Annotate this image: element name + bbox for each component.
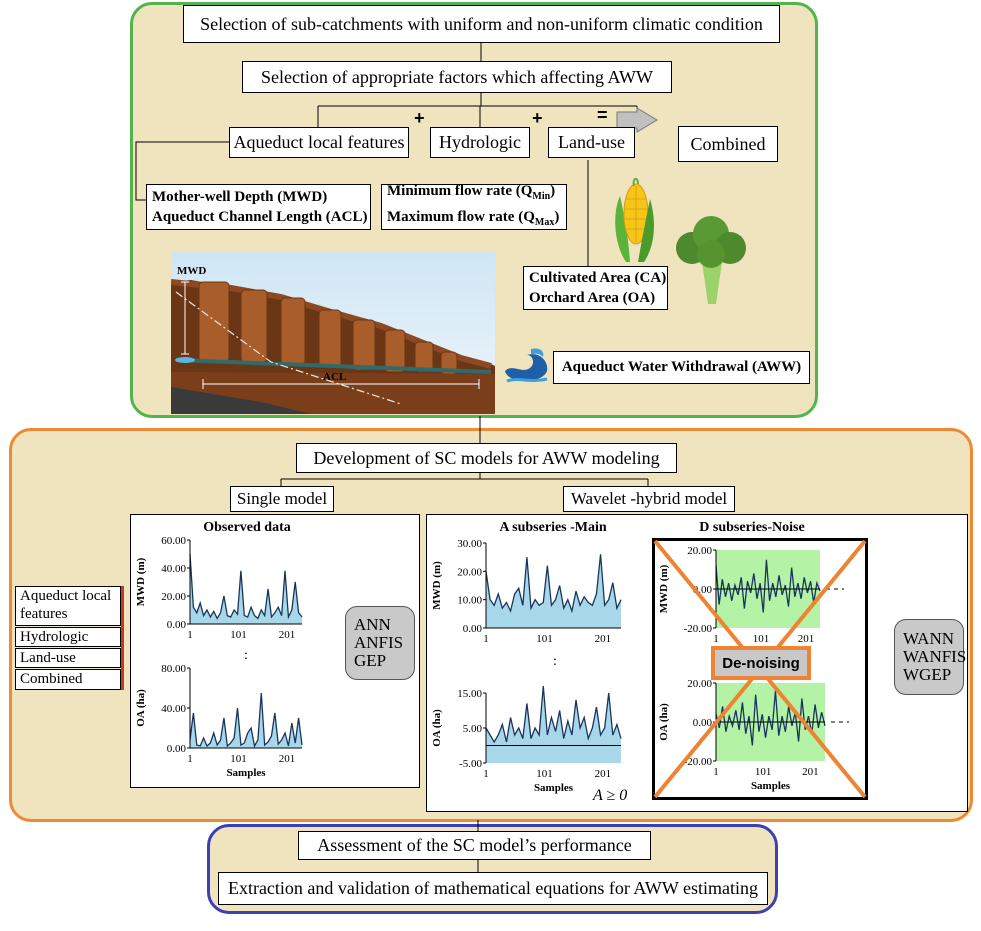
- a-condition: A ≥ 0: [593, 787, 628, 804]
- aqueduct-illustration: MWD ACL: [171, 252, 495, 414]
- wgep-model: WGEP: [903, 665, 952, 684]
- mwd-variable: Mother-well Depth (MWD): [152, 189, 328, 205]
- ann-model: ANN: [354, 615, 391, 634]
- corn-icon: [615, 178, 654, 262]
- single-model-box: Single model: [230, 486, 334, 512]
- mwd-label: MWD: [177, 265, 206, 277]
- input-type-landuse: Land-use: [15, 648, 121, 668]
- plus-sign-1: +: [414, 108, 425, 128]
- gep-model: GEP: [354, 651, 387, 670]
- wann-model: WANN: [903, 629, 954, 648]
- water-wave-icon: [505, 348, 548, 383]
- single-models-box: ANN ANFIS GEP: [345, 606, 415, 680]
- wavelet-models-box: WANN WANFIS WGEP: [894, 619, 967, 695]
- ca-variable: Cultivated Area (CA): [529, 270, 667, 286]
- input-type-combined: Combined: [15, 669, 121, 690]
- landuse-variables-box: Cultivated Area (CA) Orchard Area (OA): [523, 266, 668, 310]
- hydrologic-box: Hydrologic: [430, 127, 530, 158]
- oa-variable: Orchard Area (OA): [529, 290, 656, 306]
- aqueduct-features-box: Aqueduct local features: [229, 127, 409, 158]
- equals-sign: =: [597, 105, 608, 125]
- subcatchment-selection-box: Selection of sub-catchments with uniform…: [183, 5, 780, 43]
- qmin-variable: Minimum flow rate (QMin): [387, 183, 556, 202]
- plus-sign-2: +: [532, 108, 543, 128]
- acl-label: ACL: [323, 371, 346, 383]
- input-type-hydrologic: Hydrologic: [15, 627, 121, 647]
- aqueduct-variables-box: Mother-well Depth (MWD) Aqueduct Channel…: [146, 184, 371, 230]
- acl-variable: Aqueduct Channel Length (ACL): [152, 209, 368, 225]
- hydrologic-variables-box: Minimum flow rate (QMin) Maximum flow ra…: [381, 183, 567, 230]
- denoising-label: De-noising: [711, 646, 811, 680]
- landuse-box: Land-use: [548, 127, 635, 158]
- qmax-variable: Maximum flow rate (QMax): [387, 209, 560, 228]
- broccoli-icon: [676, 216, 746, 304]
- wanfis-model: WANFIS: [903, 647, 967, 666]
- assessment-box: Assessment of the SC model’s performance: [298, 831, 651, 860]
- anfis-model: ANFIS: [354, 633, 404, 652]
- aww-box: Aqueduct Water Withdrawal (AWW): [553, 351, 810, 384]
- colon-wavelet: :: [553, 654, 557, 669]
- combined-box: Combined: [678, 126, 778, 162]
- extraction-box: Extraction and validation of mathematica…: [218, 872, 768, 905]
- colon-single: :: [244, 648, 248, 663]
- wavelet-model-box: Wavelet -hybrid model: [563, 486, 735, 512]
- factor-selection-box: Selection of appropriate factors which a…: [242, 61, 672, 93]
- development-box: Development of SC models for AWW modelin…: [296, 443, 677, 473]
